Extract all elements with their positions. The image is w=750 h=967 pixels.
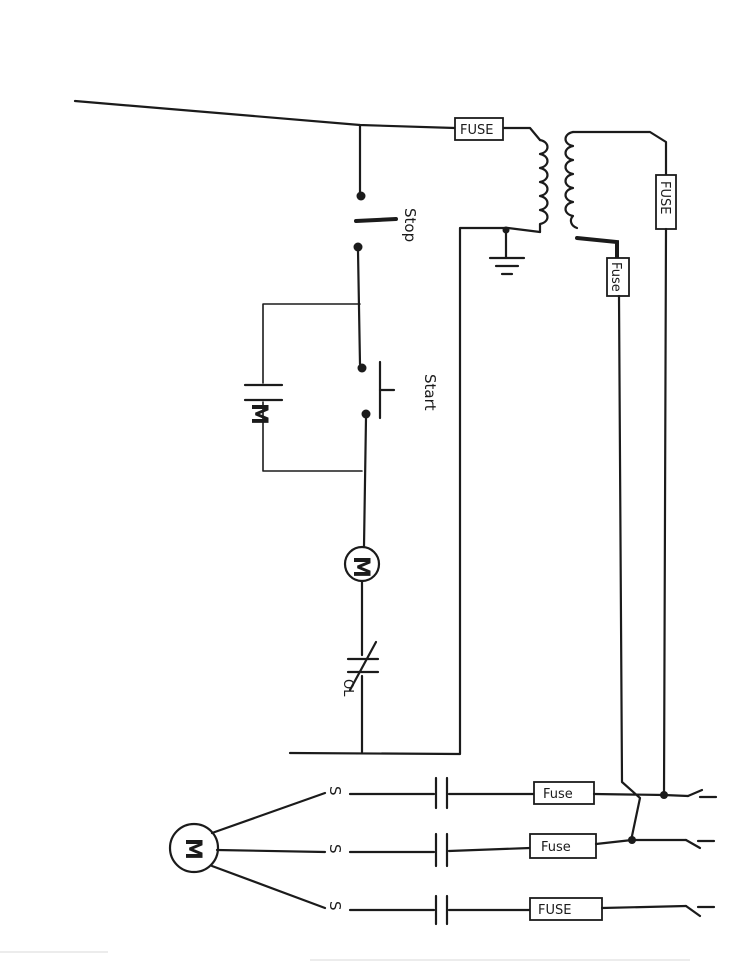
- overload-label: OL: [340, 679, 355, 697]
- fuse-secondary-left: Fuse: [606, 257, 630, 297]
- fuse-phase-2-label: Fuse: [541, 840, 571, 855]
- switch-1-label: S: [326, 786, 344, 796]
- fuse-primary: FUSE: [454, 117, 504, 141]
- fuse-secondary-right-label: FUSE: [657, 181, 672, 214]
- control-coil-label: M: [348, 556, 373, 578]
- junction-dot-1: [660, 791, 668, 799]
- supply-line: [73, 99, 457, 130]
- start-label: Start: [421, 374, 439, 411]
- power-circuit: M S Fuse S Fuse: [168, 776, 718, 926]
- return-line: [288, 226, 542, 756]
- fuse-secondary-left-label: Fuse: [608, 262, 623, 292]
- overload-contact: [346, 640, 380, 692]
- switch-2-label: S: [326, 844, 344, 854]
- start-pushbutton: [357, 360, 396, 420]
- switch-3-label: S: [326, 901, 344, 911]
- scan-marks: [0, 951, 690, 961]
- control-circuit: Stop M Start M: [73, 99, 542, 756]
- fuse-secondary-right: FUSE: [655, 174, 677, 230]
- junction-dot-2: [628, 836, 636, 844]
- fuse-primary-label: FUSE: [460, 123, 493, 138]
- phase-line-3: S FUSE: [326, 894, 716, 926]
- holding-contact: M: [243, 383, 284, 425]
- stop-pushbutton: [353, 191, 398, 252]
- coil-label: M: [246, 403, 271, 425]
- holding-contact-branch: [262, 303, 363, 472]
- phase-line-2: S Fuse: [326, 832, 716, 868]
- transformer-primary: [538, 138, 549, 234]
- transformer-secondary: [564, 130, 579, 230]
- stop-label: Stop: [401, 208, 419, 242]
- motor-label: M: [180, 838, 205, 860]
- control-transformer: [538, 130, 668, 260]
- ground-symbol: [488, 226, 526, 276]
- control-coil: M: [343, 545, 381, 583]
- phase-line-1: S Fuse: [326, 776, 718, 810]
- fuse-phase-3-label: FUSE: [538, 903, 571, 918]
- fuse-phase-1-label: Fuse: [543, 787, 573, 802]
- three-phase-motor: M: [168, 822, 220, 874]
